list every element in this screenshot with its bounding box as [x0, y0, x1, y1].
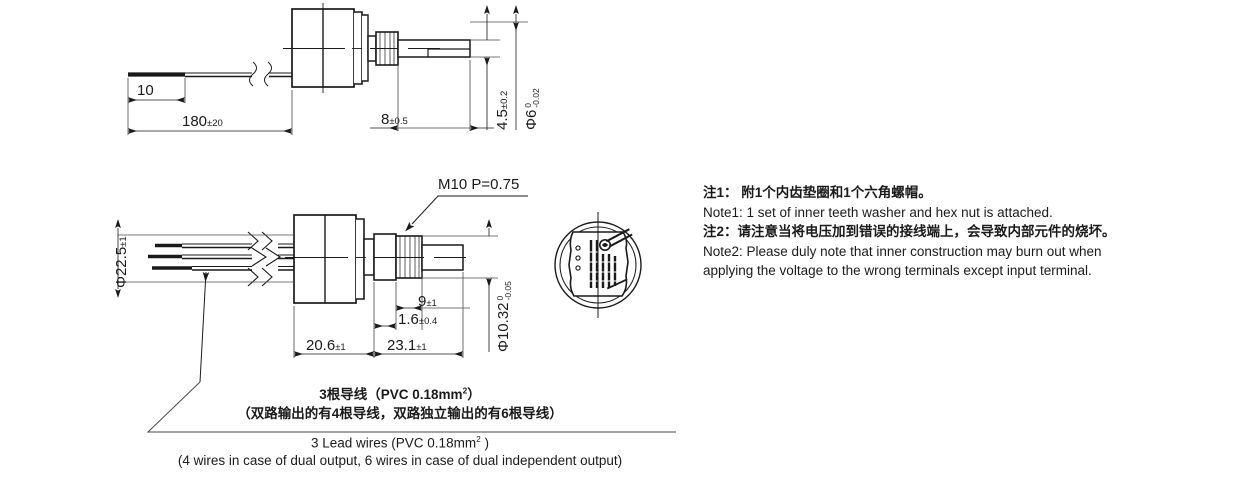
- wire-leader-line: [146, 271, 676, 433]
- dim-value: Φ10.32: [495, 302, 512, 352]
- dim-value: 1.6: [398, 311, 419, 328]
- dim-body-dia: Φ22.5±1: [113, 236, 130, 288]
- dim-value: 10: [137, 82, 154, 99]
- dim-shaft-flat: 4.5±0.2: [494, 91, 511, 130]
- dim-bushing-len: 9±1: [418, 293, 437, 310]
- thread-callout-label: M10 P=0.75: [438, 176, 519, 193]
- caption-text: 3根导线（PVC 0.18mm: [319, 387, 463, 402]
- top-dimension-lines: [127, 5, 528, 135]
- caption-text: 3 Lead wires (PVC 0.18mm: [311, 435, 477, 451]
- note2-cn: 注2：请注意当将电压加到错误的接线端上，会导致内部元件的烧坏。: [703, 224, 1116, 239]
- top-lead-wire: [128, 61, 296, 87]
- caption-en-line2: (4 wires in case of dual output, 6 wires…: [0, 453, 800, 468]
- dim-tolerance: ±0.5: [389, 116, 408, 127]
- top-body: [291, 8, 369, 88]
- dim-value: 8: [381, 111, 390, 128]
- dim-front-len: 23.1±1: [387, 337, 427, 354]
- note1-cn: 注1： 附1个内齿垫圈和1个六角螺帽。: [703, 185, 932, 200]
- dim-value: 20.6: [306, 337, 336, 354]
- caption-cn-line2: （双路输出的有4根导线，双路独立输出的有6根导线）: [0, 402, 800, 422]
- dim-value: Φ6: [523, 109, 540, 130]
- dim-tolerance: ±1: [335, 342, 346, 353]
- end-view-label: [554, 212, 642, 318]
- dim-tolerance: ±1: [416, 342, 427, 353]
- dim-body-len: 20.6±1: [306, 337, 346, 354]
- top-centerline: [283, 3, 440, 93]
- dim-shaft-dia: Φ6 0 -0.02: [523, 88, 542, 130]
- note2-en-line1: Note2: Please duly note that inner const…: [703, 243, 1102, 259]
- dim-tolerance: ±0.2: [499, 90, 510, 110]
- dim-tolerance: ±1: [118, 236, 129, 247]
- bottom-lead-wires: [148, 231, 296, 287]
- dim-washer-thk: 1.6±0.4: [398, 311, 437, 328]
- thread-callout: [405, 195, 528, 232]
- caption-sup: 2: [476, 434, 481, 444]
- bottom-assembly-view: [115, 195, 676, 433]
- top-assembly-view: [127, 3, 528, 135]
- caption-sup: 2: [462, 385, 468, 396]
- caption-text-end: ）: [467, 387, 481, 402]
- note2-en-line2: applying the voltage to the wrong termin…: [703, 263, 1092, 278]
- dim-tolerance: ±0.4: [418, 316, 438, 327]
- dim-value: 9: [418, 293, 427, 310]
- thread-label-text: M10 P=0.75: [438, 176, 520, 193]
- caption-text: （双路输出的有4根导线，双路独立输出的有6根导线）: [237, 406, 563, 421]
- bottom-body: [293, 214, 365, 304]
- dim-value: Φ22.5: [113, 246, 130, 288]
- dim-bushing-dia: Φ10.32 0 -0.05: [495, 281, 514, 352]
- caption-text: (4 wires in case of dual output, 6 wires…: [177, 453, 623, 468]
- dim-value: 180: [182, 113, 208, 130]
- dim-tol-lower: -0.02: [531, 88, 542, 108]
- dim-tol-lower: -0.05: [503, 281, 514, 301]
- caption-text-end: ): [480, 435, 489, 451]
- dim-value: 23.1: [387, 337, 417, 354]
- dim-lead-strip: 10: [137, 82, 154, 99]
- dim-tolerance: ±20: [207, 118, 223, 129]
- bottom-threaded-bushing: [395, 235, 423, 279]
- dim-lead-length: 180±20: [182, 113, 223, 130]
- dim-tolerance: ±1: [426, 298, 437, 309]
- notes-block: 注1： 附1个内齿垫圈和1个六角螺帽。 Note1: 1 set of inne…: [703, 183, 1173, 281]
- caption-en-line1: 3 Lead wires (PVC 0.18mm2 ): [0, 434, 800, 451]
- dim-shaft-length: 8±0.5: [381, 111, 408, 128]
- dim-value: 4.5: [494, 109, 511, 130]
- bottom-washer-nut: [363, 233, 397, 281]
- note1-en: Note1: 1 set of inner teeth washer and h…: [703, 204, 1053, 220]
- bottom-dimension-lines: [115, 219, 498, 358]
- caption-cn-line1: 3根导线（PVC 0.18mm2）: [0, 383, 800, 403]
